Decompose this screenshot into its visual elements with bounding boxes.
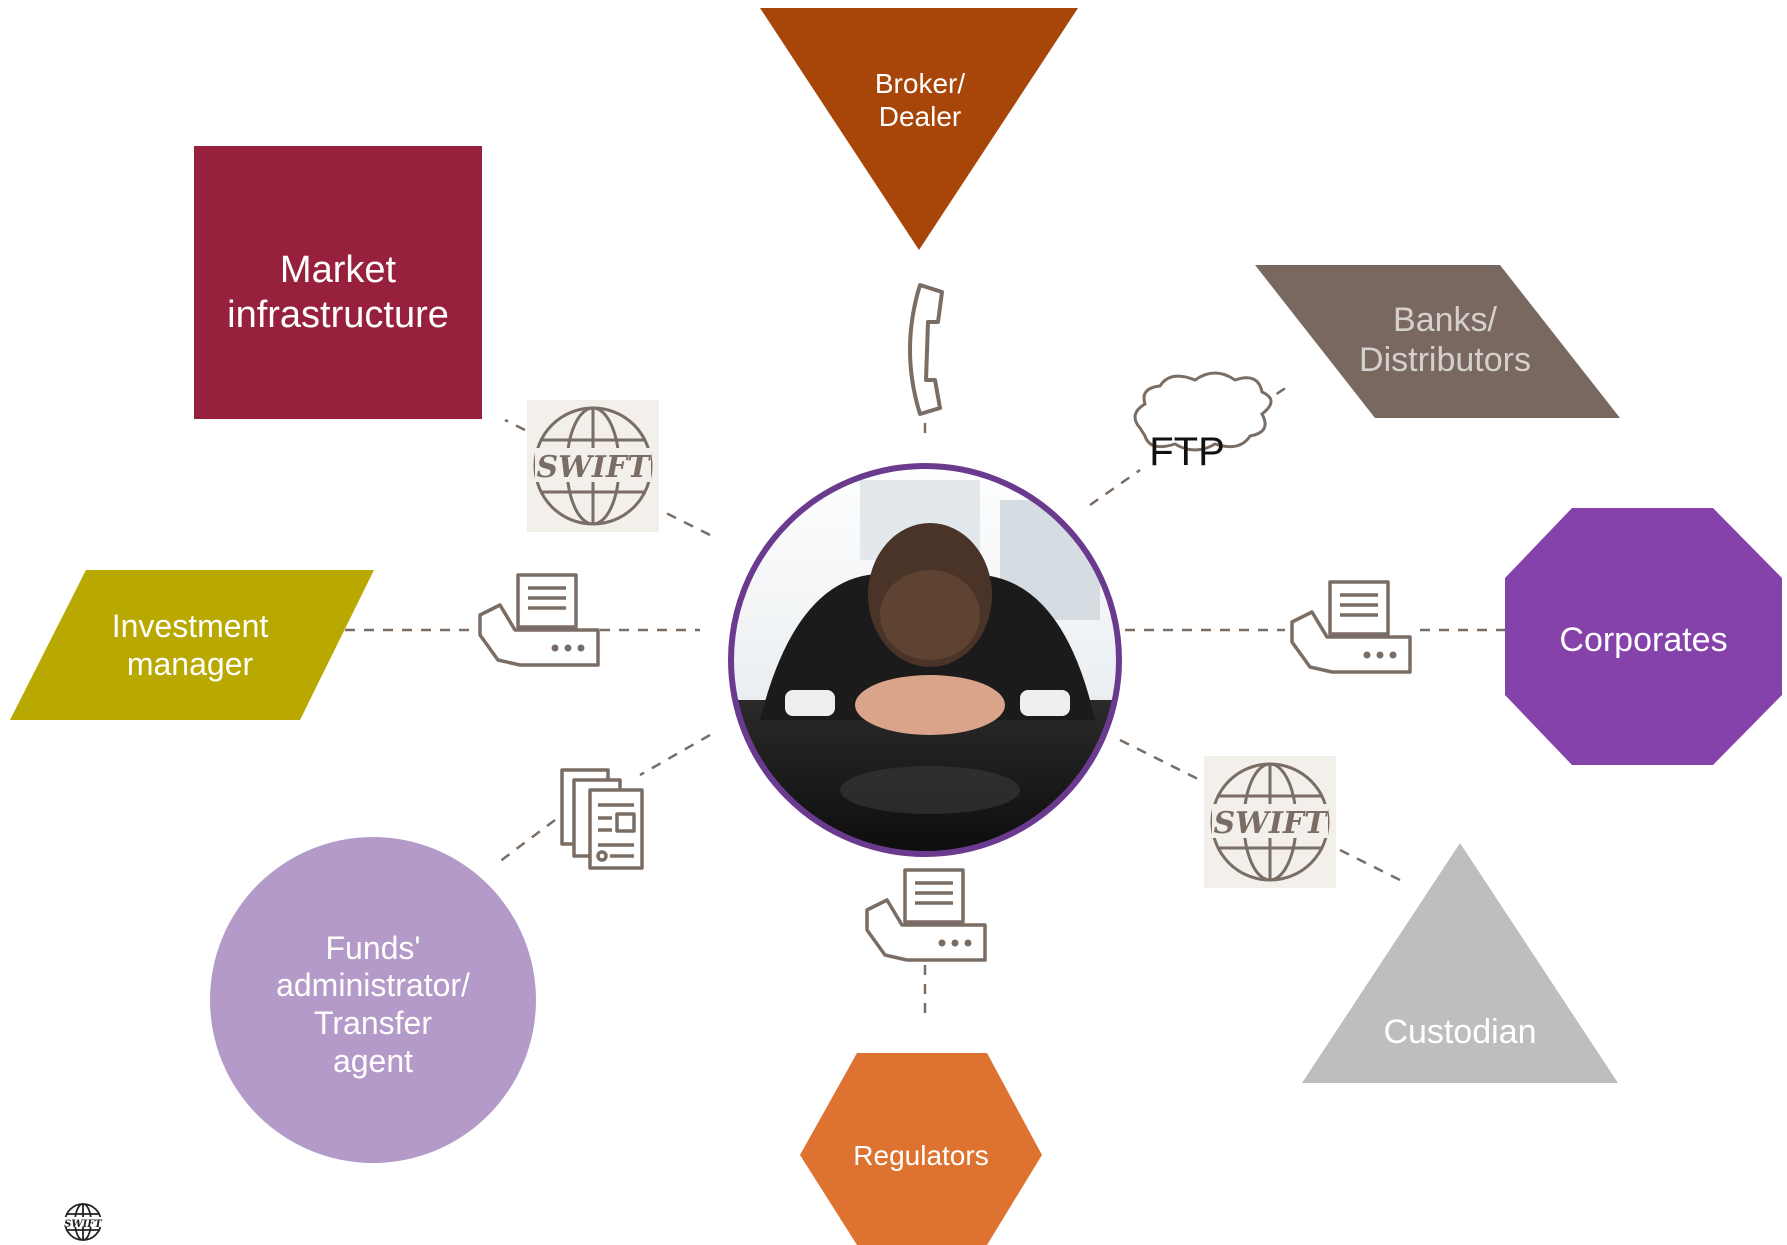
market-infrastructure-label: Market infrastructure (227, 248, 449, 336)
custodian-label: Custodian (1383, 1013, 1537, 1052)
phone-icon (908, 283, 944, 416)
corporates-shape (1505, 508, 1782, 765)
connector-custodian-inner (1119, 738, 1201, 782)
broker-dealer-label: Broker/ Dealer (874, 67, 966, 132)
investment-manager-shape (10, 570, 374, 720)
connector-funds-outer (494, 819, 556, 866)
connector-banks-inner (1089, 468, 1141, 507)
connector-funds-inner (639, 733, 711, 777)
swift-footer-logo (64, 1203, 102, 1241)
banks-distributors-shape (1255, 265, 1620, 418)
connector-custodian-outer (1339, 848, 1401, 882)
fax-icon (865, 868, 987, 962)
central-photo (728, 463, 1122, 857)
regulators-label: Regulators (853, 1140, 989, 1172)
funds-administrator-shape (210, 837, 536, 1163)
swift-logo-text: SWIFT (536, 450, 652, 485)
swift-footer-text: SWIFT (64, 1219, 103, 1230)
swift-globe-icon (1204, 756, 1336, 888)
swift-logo-text: SWIFT (1213, 806, 1329, 841)
regulators-shape (800, 1053, 1042, 1245)
custodian-shape (1302, 843, 1618, 1083)
banks-distributors-label: Banks/ Distributors (1359, 300, 1531, 379)
ftp-cloud-icon (1133, 371, 1273, 452)
fax-icon (478, 573, 600, 667)
connector-market-inner (659, 508, 711, 537)
documents-icon (560, 768, 644, 870)
ftp-label: FTP (1149, 430, 1225, 474)
funds-administrator-label: Funds' administrator/ Transfer agent (276, 929, 470, 1079)
corporates-label: Corporates (1559, 620, 1728, 659)
fax-icon (1290, 580, 1412, 674)
market-infrastructure-shape (194, 146, 482, 419)
investment-manager-label: Investment manager (111, 607, 269, 682)
connector-market-outer (504, 418, 526, 432)
swift-globe-icon (527, 400, 659, 532)
broker-dealer-shape (760, 8, 1078, 250)
